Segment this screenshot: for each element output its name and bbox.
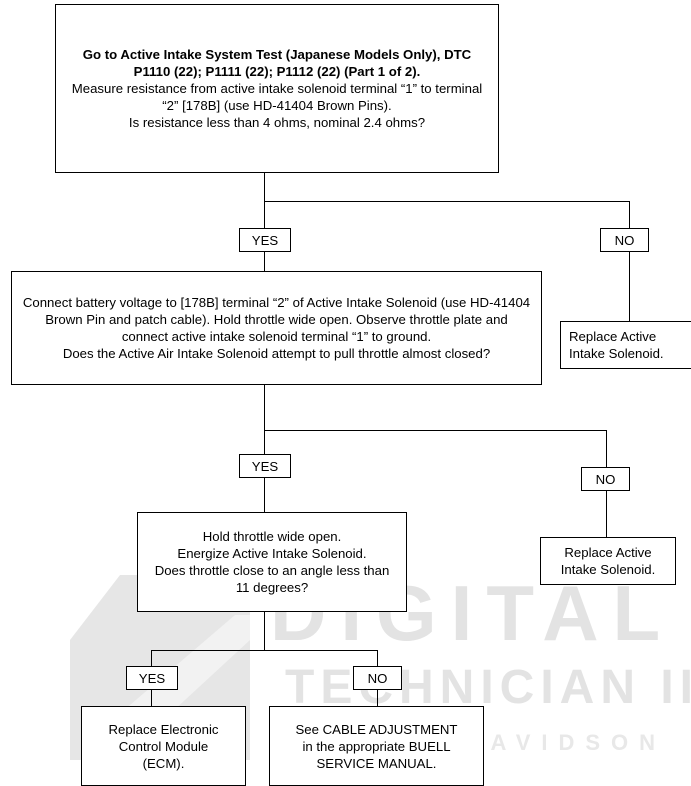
yes-label-3: YES xyxy=(126,666,178,690)
result-line-1: Replace Electronic xyxy=(108,721,219,737)
connector xyxy=(264,611,266,650)
step-3-box: Hold throttle wide open. Energize Active… xyxy=(137,512,407,612)
step-1-title: Go to Active Intake System Test (Japanes… xyxy=(82,47,472,79)
connector xyxy=(264,477,266,513)
replace-active-intake-solenoid-box-2: Replace Active Intake Solenoid. xyxy=(540,537,676,585)
connector xyxy=(264,251,266,272)
result-line-3: SERVICE MANUAL. xyxy=(316,755,437,771)
step-2-question: Does the Active Air Intake Solenoid atte… xyxy=(62,346,491,361)
connector xyxy=(629,251,631,322)
step-3-question: Does throttle close to an angle less tha… xyxy=(154,563,390,595)
result-line-3: (ECM). xyxy=(142,755,185,771)
connector xyxy=(264,430,607,432)
no-label-3: NO xyxy=(353,666,402,690)
result-line-2: Intake Solenoid. xyxy=(569,346,664,361)
result-line-1: Replace Active xyxy=(564,545,652,560)
connector xyxy=(377,688,379,707)
connector xyxy=(264,384,266,455)
yes-label-1: YES xyxy=(239,228,291,252)
step-3-line-1: Hold throttle wide open. xyxy=(202,529,342,544)
connector xyxy=(629,201,631,229)
step-3-line-2: Energize Active Intake Solenoid. xyxy=(177,546,367,561)
yes-label-2: YES xyxy=(239,454,291,478)
watermark-line-2: TECHNICIAN II xyxy=(285,661,691,714)
step-2-instruction: Connect battery voltage to [178B] termin… xyxy=(22,295,531,344)
connector xyxy=(151,650,153,667)
result-line-2: in the appropriate BUELL xyxy=(302,738,451,754)
cable-adjustment-box: See CABLE ADJUSTMENT in the appropriate … xyxy=(269,706,484,786)
result-line-1: Replace Active xyxy=(569,329,657,344)
no-label-1: NO xyxy=(600,228,649,252)
no-label-2: NO xyxy=(581,467,630,491)
connector xyxy=(377,650,379,667)
connector xyxy=(151,650,378,652)
connector xyxy=(264,172,266,229)
replace-active-intake-solenoid-box-1: Replace Active Intake Solenoid. xyxy=(560,321,691,369)
step-1-box: Go to Active Intake System Test (Japanes… xyxy=(55,4,499,173)
result-line-2: Control Module xyxy=(118,738,209,754)
result-line-2: Intake Solenoid. xyxy=(560,562,656,577)
step-1-instruction: Measure resistance from active intake so… xyxy=(71,81,483,113)
step-2-box: Connect battery voltage to [178B] termin… xyxy=(11,271,542,385)
connector xyxy=(151,688,153,707)
result-line-1: See CABLE ADJUSTMENT xyxy=(295,721,458,737)
connector xyxy=(264,201,630,203)
replace-ecm-box: Replace Electronic Control Module (ECM). xyxy=(81,706,246,786)
connector xyxy=(606,430,608,468)
step-1-question: Is resistance less than 4 ohms, nominal … xyxy=(128,115,426,130)
connector xyxy=(606,490,608,538)
